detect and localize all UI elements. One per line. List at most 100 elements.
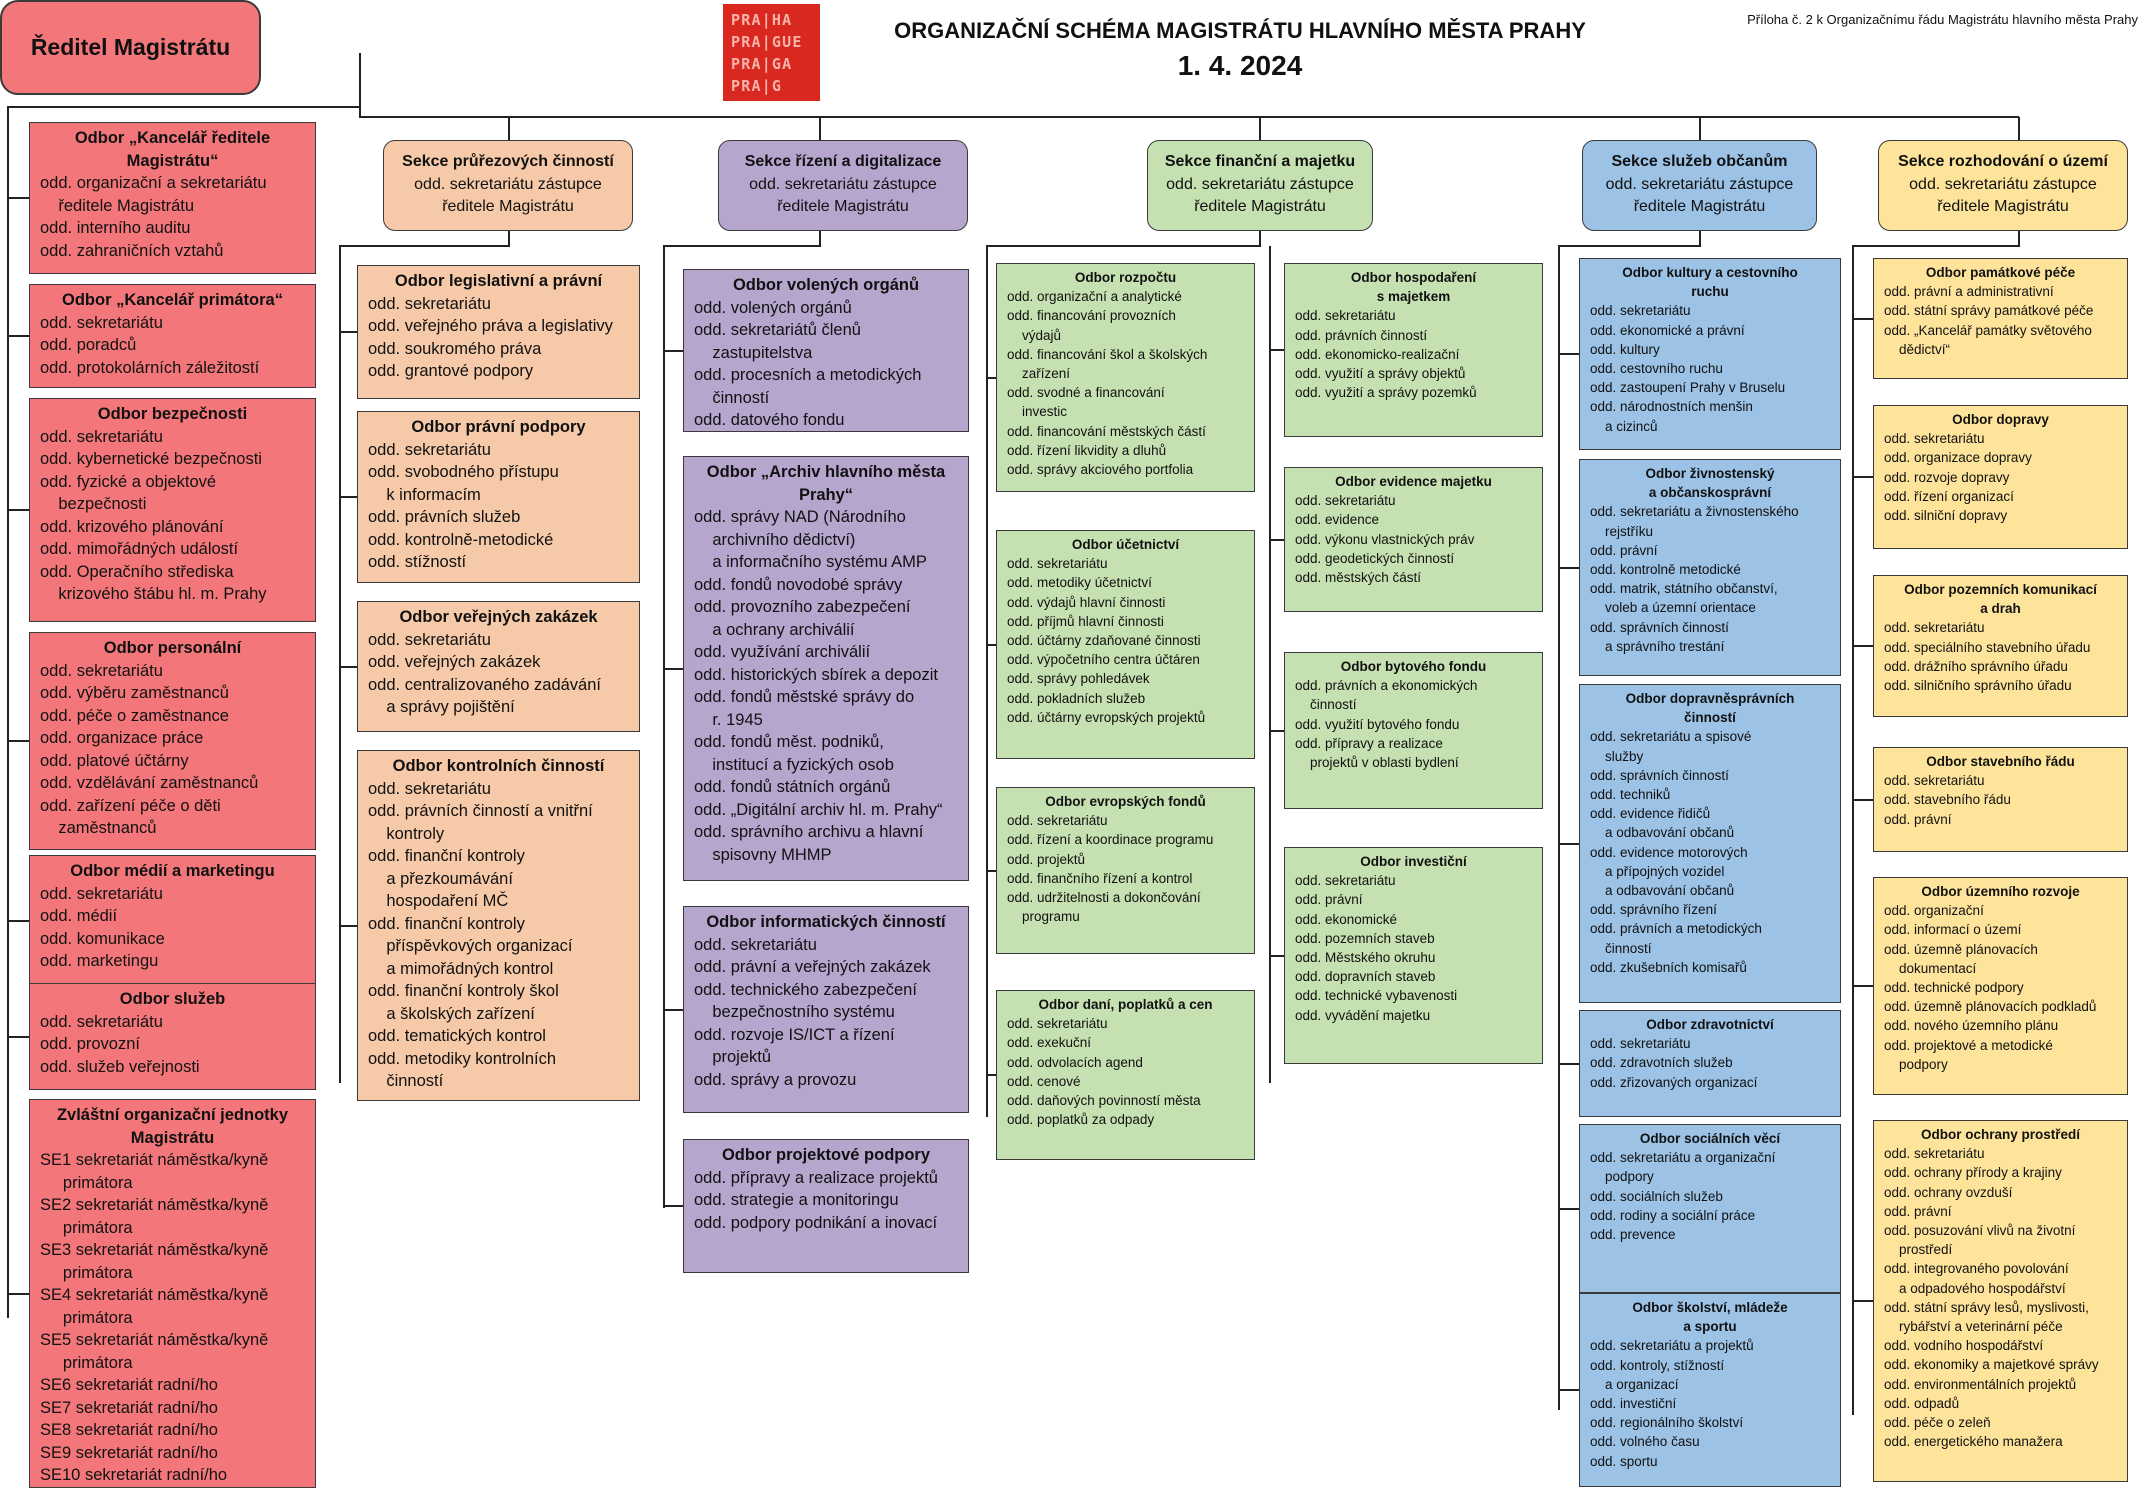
division-item: krizového štábu hl. m. Prahy (40, 585, 267, 603)
director-label: Ředitel Magistrátu (30, 34, 231, 60)
division-item: odd. účtárny evropských projektů (1007, 709, 1206, 725)
page-title: ORGANIZAČNÍ SCHÉMA MAGISTRÁTU HLAVNÍHO M… (894, 18, 1586, 43)
division-item: a odbavování občanů (1590, 883, 1735, 899)
division-item: SE2 sekretariát náměstka/kyně (40, 1196, 269, 1214)
division-item: odd. využití a správy objektů (1295, 366, 1466, 382)
division-item: odd. vodního hospodářství (1884, 1338, 2044, 1354)
division-item: odd. sekretariátu (1295, 308, 1396, 324)
division-item: odd. „Kancelář památky světového (1884, 322, 2092, 338)
division-item: odd. médií (40, 907, 118, 925)
department-title: Odbor pozemních komunikací (1904, 582, 2097, 597)
division-item: odd. státní správy památkové péče (1884, 303, 2094, 319)
division-item: bezpečnosti (40, 495, 147, 513)
division-item: primátora (40, 1218, 133, 1237)
director-box: Ředitel Magistrátu (0, 0, 261, 95)
department-title: Odbor hospodaření (1350, 270, 1477, 285)
division-item: odd. procesních a metodických (694, 366, 922, 384)
division-item: primátora (40, 1353, 133, 1372)
division-item: odd. zastoupení Prahy v Bruselu (1590, 380, 1786, 396)
department-title: Odbor živnostenský (1645, 466, 1775, 481)
division-item: odd. evidence (1295, 512, 1380, 528)
division-item: odd. národnostních menšin (1590, 399, 1753, 415)
division-item: odd. komunikace (40, 929, 165, 948)
division-item: výdajů (1007, 327, 1062, 343)
division-item: zastupitelstva (694, 343, 813, 362)
division-item: odd. zkušebních komisařů (1590, 959, 1747, 975)
department-title: Odbor personální (103, 639, 242, 657)
division-item: odd. historických sbírek a depozit (694, 665, 938, 684)
division-item: odd. sekretariátu (1590, 303, 1691, 319)
division-item: odd. provozní (40, 1035, 140, 1053)
division-item: odd. provozního zabezpečení (694, 598, 911, 616)
division-item: odd. dopravních staveb (1295, 969, 1436, 985)
division-item: odd. organizační a sekretariátu (40, 174, 267, 192)
division-item: odd. exekuční (1007, 1035, 1092, 1051)
division-item: odd. správních činností (1590, 767, 1729, 783)
department-title: Odbor legislativní a právní (394, 272, 603, 290)
division-item: odd. právní (1590, 542, 1658, 558)
division-item: odd. ekonomiky a majetkové správy (1884, 1357, 2099, 1373)
division-item: odd. pokladních služeb (1007, 690, 1146, 706)
division-item: r. 1945 (694, 710, 763, 729)
division-item: odd. kontroly, stížností (1590, 1357, 1725, 1373)
section-line: ředitele Magistrátu (442, 198, 574, 215)
division-item: odd. sekretariátu (694, 935, 817, 954)
division-item: SE10 sekretariát radní/ho (40, 1466, 228, 1484)
department-title: s majetkem (1376, 289, 1451, 305)
division-item: a správy pojištění (368, 698, 515, 716)
division-item: dědictví“ (1884, 341, 1951, 357)
division-item: odd. silničního správního úřadu (1884, 678, 2072, 694)
division-item: odd. projektů (1007, 851, 1086, 867)
division-item: odd. sekretariátu (368, 440, 491, 459)
division-item: odd. platové účtárny (40, 751, 189, 770)
division-item: odd. nového územního plánu (1884, 1018, 2059, 1034)
division-item: odd. sekretariátu (1007, 556, 1108, 572)
division-item: odd. veřejného práva a legislativy (368, 317, 613, 335)
division-item: odd. zřizovaných organizací (1590, 1074, 1758, 1090)
division-item: odd. výdajů hlavní činnosti (1007, 594, 1166, 610)
division-item: odd. správního řízení (1590, 902, 1717, 918)
division-item: odd. integrovaného povolování (1884, 1261, 2069, 1277)
division-item: odd. Operačního střediska (40, 562, 234, 581)
section-line: odd. sekretariátu zástupce (749, 175, 937, 193)
division-item: odd. správy NAD (Národního (694, 508, 906, 526)
division-item: odd. sekretariátu (1295, 873, 1396, 889)
division-item: odd. organizační a analytické (1007, 289, 1182, 305)
department-title: Odbor „Kancelář primátora“ (62, 291, 283, 309)
division-item: odd. cenové (1007, 1073, 1081, 1089)
division-item: ředitele Magistrátu (40, 196, 195, 215)
department-title: Odbor projektové podpory (721, 1146, 931, 1164)
division-item: odd. geodetických činností (1295, 550, 1455, 566)
department-title: Magistrátu“ (126, 151, 219, 170)
division-item: projektů (694, 1048, 772, 1066)
division-item: odd. kontrolně-metodické (368, 530, 554, 549)
division-item: odd. sekretariátu (1884, 1146, 1985, 1162)
division-item: a cizinců (1590, 418, 1658, 434)
division-item: odd. evidence řidičů (1590, 806, 1711, 822)
division-item: odd. udržitelnosti a dokončování (1007, 890, 1201, 906)
division-item: odd. daňových povinností města (1007, 1093, 1201, 1109)
division-item: odd. ekonomicko-realizační (1295, 346, 1460, 362)
division-item: odd. sekretariátu (40, 661, 163, 680)
division-item: programu (1007, 909, 1080, 925)
department-title: Zvláštní organizační jednotky (56, 1106, 289, 1124)
division-item: SE1 sekretariát náměstka/kyně (40, 1151, 269, 1169)
department-box: Odbor právní podpory odd. sekretariátu odd… (357, 411, 640, 583)
division-item: odd. datového fondu (694, 411, 845, 429)
division-item: odd. fyzické a objektové (40, 472, 217, 491)
section-line: ředitele Magistrátu (1937, 198, 2069, 215)
division-item: odd. péče o zaměstnance (40, 706, 229, 725)
division-item: odd. organizace práce (40, 729, 204, 747)
section-box: Sekce služeb občanům odd. sekretariátu z… (1582, 140, 1817, 231)
department-title: Odbor právní podpory (411, 418, 586, 436)
